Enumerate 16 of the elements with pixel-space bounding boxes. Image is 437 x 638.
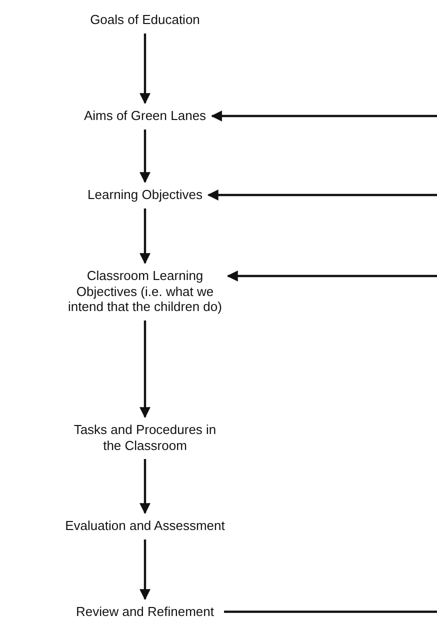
- arrow: [140, 459, 150, 514]
- flow-step-text: Review and Refinement: [50, 604, 240, 620]
- flow-step-text: Learning Objectives: [65, 187, 225, 202]
- arrow: [210, 110, 437, 122]
- flow-step-text: Tasks and Procedures in the Classroom: [65, 422, 225, 453]
- flow-step-text: Evaluation and Assessment: [50, 518, 240, 534]
- arrow: [140, 540, 150, 600]
- arrow: [140, 208, 150, 264]
- arrow: [207, 190, 437, 200]
- flow-step-text: Aims of Green Lanes: [65, 108, 225, 124]
- arrow: [226, 270, 437, 282]
- arrow: [140, 34, 150, 104]
- arrow: [140, 320, 150, 418]
- arrow: [140, 130, 150, 184]
- flow-step-text: Goals of Education: [65, 12, 225, 28]
- flow-step-text: Classroom Learning Objectives (i.e. what we intend that the children do): [65, 268, 225, 314]
